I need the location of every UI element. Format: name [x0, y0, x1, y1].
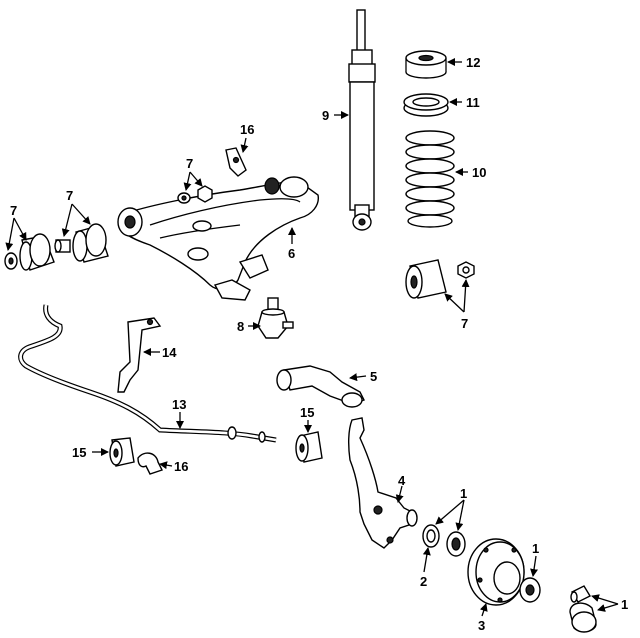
dust-cap [569, 602, 597, 633]
stabilizer-bar [18, 304, 277, 443]
outer-wheel-bearing [519, 577, 541, 603]
callout-7-arm: 7 [186, 156, 193, 171]
stabilizer-link-bracket [117, 317, 162, 393]
stabilizer-bushing-left [109, 437, 135, 467]
spring-upper-seat [405, 50, 447, 79]
stabilizer-bushing-mid [295, 431, 323, 463]
bushing-nut-right [457, 261, 475, 279]
callout-6: 6 [288, 246, 295, 261]
callout-leaders [5, 58, 619, 617]
bushing-left-washer [4, 252, 18, 270]
bushing-left-sleeve [54, 239, 71, 253]
callout-12: 12 [466, 55, 480, 70]
callout-7-left: 7 [10, 203, 17, 218]
shock-absorber [348, 9, 376, 231]
callout-1-hub-bearings: 1 [460, 486, 467, 501]
mounting-bracket-top [225, 147, 247, 177]
callout-3: 3 [478, 618, 485, 633]
callout-15-mid: 15 [300, 405, 314, 420]
inner-wheel-bearing [446, 531, 466, 557]
spring-insulator [403, 93, 449, 117]
grease-seal [422, 524, 440, 548]
arm-washer [177, 192, 191, 204]
steering-knuckle [347, 417, 418, 549]
callout-1-outer-bearing: 1 [532, 541, 539, 556]
callout-13: 13 [172, 397, 186, 412]
callout-16-top: 16 [240, 122, 254, 137]
callout-16-left: 16 [174, 459, 188, 474]
callout-15-left: 15 [72, 445, 86, 460]
callout-5: 5 [370, 369, 377, 384]
callout-8: 8 [237, 319, 244, 334]
wheel-hub [467, 538, 525, 606]
callout-7-right: 7 [461, 316, 468, 331]
ball-joint [257, 297, 294, 339]
bushing-left-a [19, 233, 55, 271]
bushing-left-b [72, 223, 109, 263]
lower-control-arm [276, 365, 365, 408]
wheel-stud [570, 585, 591, 603]
callout-11: 11 [466, 95, 480, 110]
callout-4: 4 [398, 473, 406, 488]
control-arm-bushing-right [405, 259, 447, 299]
callout-10: 10 [472, 165, 486, 180]
callout-7-mid: 7 [66, 188, 73, 203]
arm-nut [197, 185, 213, 203]
callout-1-stud-cap: 1 [621, 597, 628, 612]
callout-14: 14 [162, 345, 177, 360]
control-arm [117, 176, 319, 301]
callout-9: 9 [322, 108, 329, 123]
callout-2: 2 [420, 574, 427, 589]
coil-spring [405, 130, 455, 228]
stabilizer-clamp-left [137, 452, 163, 475]
